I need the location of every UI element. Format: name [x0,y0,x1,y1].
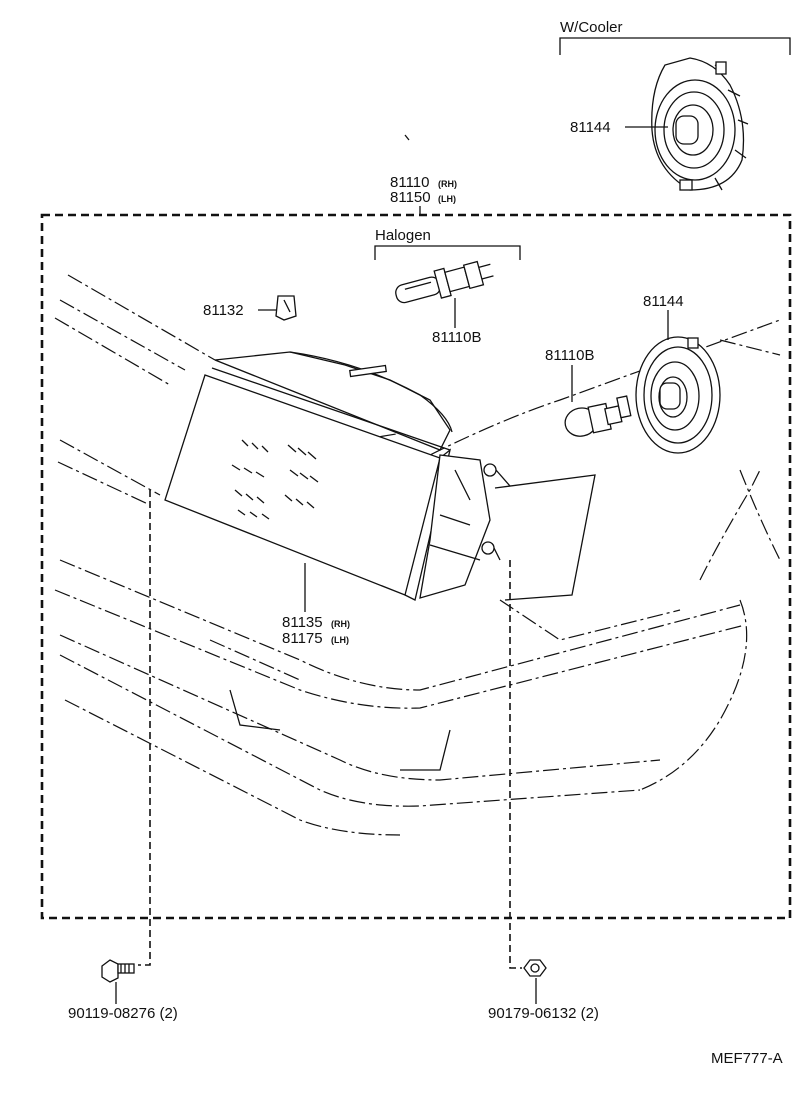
lens-housing-part-lh: 81175 [282,630,323,647]
nut[interactable] [523,959,547,977]
halogen-bulb[interactable] [393,257,496,310]
bulb[interactable] [562,395,633,439]
cooler-variant-group: W/Cooler 81144 [559,19,791,191]
clip-part-label: 81132 [203,302,244,319]
bolt[interactable] [101,959,135,983]
assembly-boundary [40,213,792,920]
lens-housing-rh-tag: (RH) [331,619,350,629]
lens-housing-lh-tag: (LH) [331,635,349,645]
headlamp-assy-part-rh: 81110 [390,174,430,191]
bolt-part-label: 90119-08276 (2) [68,1005,178,1022]
cover-part-label: 81144 [643,293,684,310]
headlamp-assy-header: 81110 (RH) 81150 (LH) [390,174,457,215]
headlamp-assy-lh-tag: (LH) [438,194,456,204]
lens-housing-part-rh: 81135 [282,614,323,631]
headlamp-assy-rh-tag: (RH) [438,179,457,189]
nut-leader [509,560,522,969]
cover-cooler-part-label: 81144 [570,119,611,136]
cooler-variant-label: W/Cooler [560,19,623,36]
bolt-leader [138,490,151,966]
nut-part-label: 90179-06132 (2) [488,1005,599,1022]
halogen-bulb-part-label: 81110B [432,329,482,346]
socket-cover[interactable] [635,336,721,454]
headlamp-assy-part-lh: 81150 [390,189,431,206]
figure-code: MEF777-A [711,1050,783,1067]
bulb-part-label: 81110B [545,347,595,364]
retaining-clip[interactable] [275,295,297,321]
cooler-bracket [559,37,791,55]
halogen-variant-group: Halogen 81110B [374,227,521,346]
socket-cover-cooler[interactable] [651,57,749,191]
headlamp-unit[interactable] [164,351,511,601]
halogen-variant-label: Halogen [375,227,431,244]
